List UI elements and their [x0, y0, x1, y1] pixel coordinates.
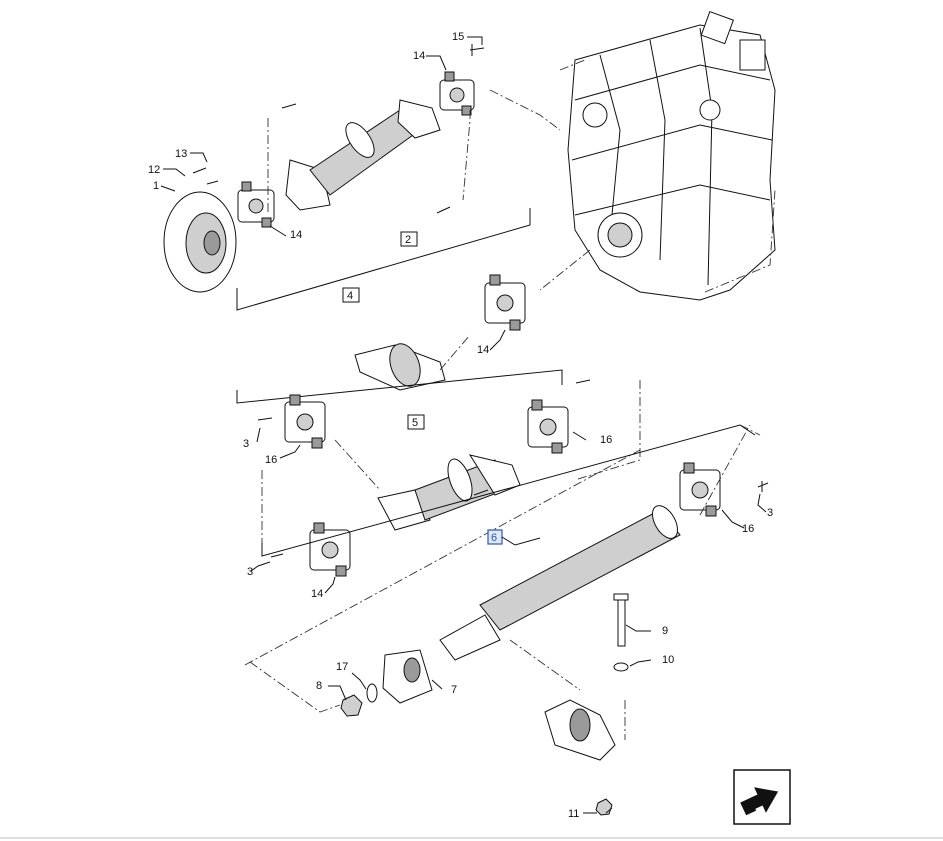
callout-5: 5	[412, 417, 418, 429]
cross-joint-6-right	[679, 462, 721, 517]
callout-box-4[interactable]	[342, 287, 360, 303]
callout-3-a: 3	[243, 438, 249, 450]
callouts: 15 14 13 12 1 14 14 3 16 16 3 14 16 3 9 …	[148, 31, 773, 820]
callout-16-c: 16	[742, 523, 754, 535]
callout-box-2[interactable]	[400, 231, 418, 247]
callout-14-top: 14	[413, 50, 425, 62]
driveshaft-6-assembly	[244, 424, 769, 816]
driveshaft-2-assembly	[163, 44, 561, 311]
callout-12: 12	[148, 164, 160, 176]
callout-14-low: 14	[311, 588, 323, 600]
callout-15: 15	[452, 31, 464, 43]
driveshaft-4-assembly	[236, 249, 591, 404]
callout-3-b: 3	[247, 566, 253, 578]
callout-box-5[interactable]	[407, 414, 425, 430]
callout-1: 1	[153, 180, 159, 192]
cross-joint-5-left	[284, 394, 326, 449]
callout-17: 17	[336, 661, 348, 673]
callout-8: 8	[316, 680, 322, 692]
callout-2: 2	[405, 234, 411, 246]
callout-16-a: 16	[265, 454, 277, 466]
driveshaft-5-assembly	[257, 379, 641, 545]
cross-joint-upper	[439, 71, 475, 116]
callout-14-left: 14	[290, 229, 302, 241]
transmission-housing	[559, 10, 776, 301]
callout-4: 4	[347, 290, 353, 302]
callout-7: 7	[451, 684, 457, 696]
callout-6: 6	[491, 532, 497, 544]
arrow-return-icon[interactable]	[733, 769, 791, 825]
callout-10: 10	[662, 654, 674, 666]
cross-joint-5-right	[527, 399, 569, 454]
callout-16-b: 16	[600, 434, 612, 446]
cross-joint-6-left	[309, 522, 351, 577]
cross-joint-lower	[237, 181, 275, 228]
callout-3-c: 3	[767, 507, 773, 519]
callout-14-mid: 14	[477, 344, 489, 356]
callout-13: 13	[175, 148, 187, 160]
cross-joint-mid-right	[484, 274, 526, 331]
callout-9: 9	[662, 625, 668, 637]
callout-11: 11	[568, 808, 579, 820]
